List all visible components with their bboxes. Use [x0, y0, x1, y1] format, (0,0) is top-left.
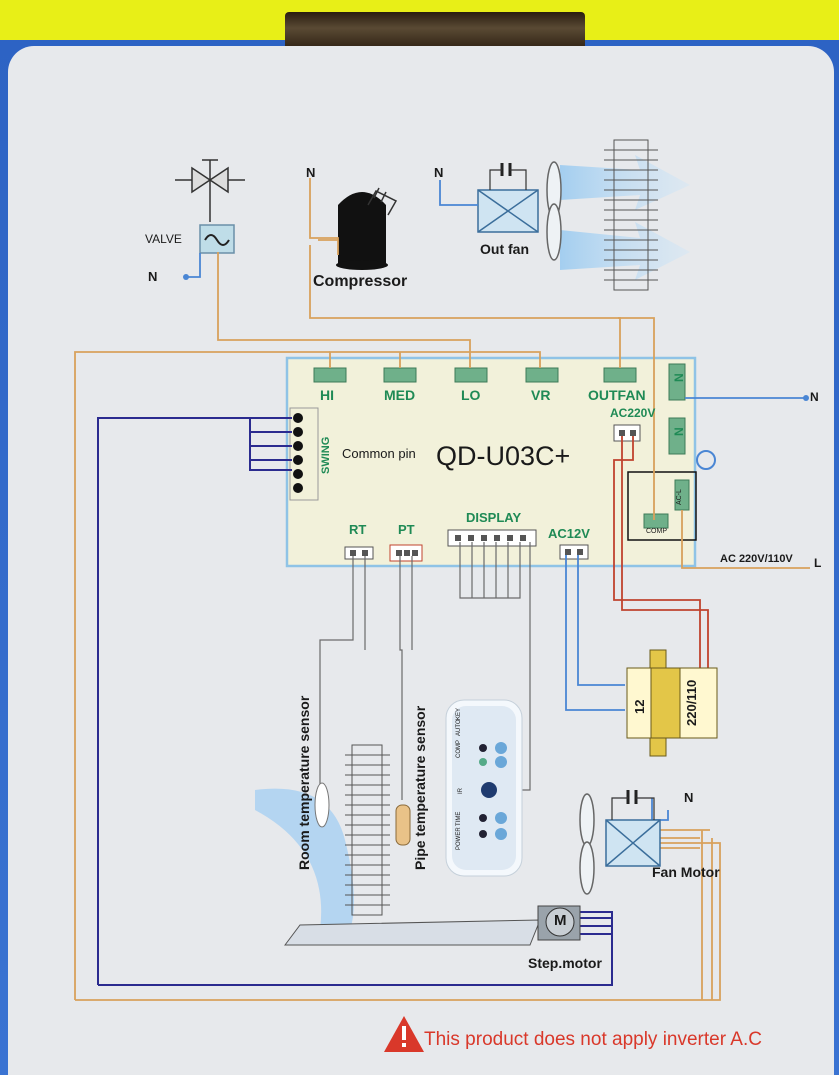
terminal-n2: N — [672, 427, 686, 436]
terminal-lo: LO — [461, 387, 481, 403]
terminal-rt: RT — [349, 522, 367, 537]
terminal-comp: COMP — [646, 528, 667, 535]
terminal-med: MED — [384, 387, 416, 403]
terminal-pt: PT — [398, 522, 415, 537]
warning-icon — [384, 1016, 424, 1052]
valve-n-label: N — [148, 269, 158, 284]
swing-connector — [289, 407, 319, 501]
outfan-n-label: N — [434, 165, 444, 180]
airflow-arrow-top — [560, 155, 690, 210]
blue-wires — [188, 180, 805, 821]
neutral-dots — [183, 274, 809, 401]
swing-label: SWING — [320, 436, 332, 474]
fan-motor-symbol — [579, 790, 661, 895]
transformer — [626, 649, 718, 757]
out-fan-symbol — [477, 161, 562, 261]
warning-text: This product does not apply inverter A.C — [424, 1029, 762, 1050]
board-model-label: QD-U03C+ — [436, 441, 571, 471]
terminal-n1: N — [672, 373, 686, 382]
terminal-ac220v: AC220V — [610, 406, 656, 420]
condenser-coil — [604, 139, 658, 291]
compressor-n-label: N — [306, 165, 316, 180]
fan-motor-n-label: N — [684, 790, 694, 805]
room-sensor-label: Room temperature sensor — [296, 695, 312, 870]
terminal-ac12v: AC12V — [548, 526, 590, 541]
comp-relay-box — [627, 471, 697, 541]
navy-wires — [97, 417, 613, 986]
step-motor-symbol — [537, 905, 581, 941]
pipe-sensor-label: Pipe temperature sensor — [412, 705, 428, 870]
binder-clip — [285, 12, 585, 52]
gray-wires — [319, 542, 531, 800]
red-wires — [613, 436, 709, 720]
airflow-arrow-bottom — [560, 222, 690, 280]
valve-symbol — [175, 159, 245, 254]
ac-input-label: AC 220V/110V — [720, 553, 793, 565]
relay-terminals — [313, 363, 690, 529]
pipe-sensor-probe — [395, 804, 411, 846]
display-panel — [445, 699, 523, 877]
display-key-label: KEY — [456, 707, 462, 720]
display-power-label: POWER — [456, 827, 462, 850]
display-comp-label: COMP — [456, 740, 462, 758]
terminal-vr: VR — [531, 387, 551, 403]
display-ir-label: IR — [458, 788, 464, 794]
terminal-display: DISPLAY — [466, 510, 522, 525]
compressor-label: Compressor — [313, 273, 408, 290]
evaporator-coil — [345, 744, 390, 916]
compressor-symbol — [336, 187, 398, 270]
display-auto-label: AUTO — [456, 719, 462, 736]
out-fan-label: Out fan — [480, 241, 529, 257]
terminal-outfan: OUTFAN — [588, 387, 646, 403]
step-motor-letter: M — [554, 912, 567, 929]
transformer-secondary-label: 12 — [632, 699, 647, 714]
ac-l-label: L — [814, 556, 822, 570]
common-pin-label: Common pin — [342, 446, 416, 461]
connector-pins — [350, 430, 636, 556]
step-motor-label: Step.motor — [528, 955, 602, 971]
terminal-hi: HI — [320, 387, 334, 403]
board-n-label: N — [810, 390, 819, 404]
display-time-label: TIME — [456, 811, 462, 826]
orange-wires — [74, 178, 810, 1001]
board-mount-hole — [696, 450, 716, 470]
indoor-airflow — [255, 788, 354, 930]
room-sensor-probe — [314, 782, 330, 828]
fan-motor-label: Fan Motor — [652, 864, 720, 880]
valve-label: VALVE — [145, 232, 182, 246]
terminal-acl: AC-L — [676, 489, 683, 505]
transformer-primary-label: 220/110 — [684, 679, 699, 726]
